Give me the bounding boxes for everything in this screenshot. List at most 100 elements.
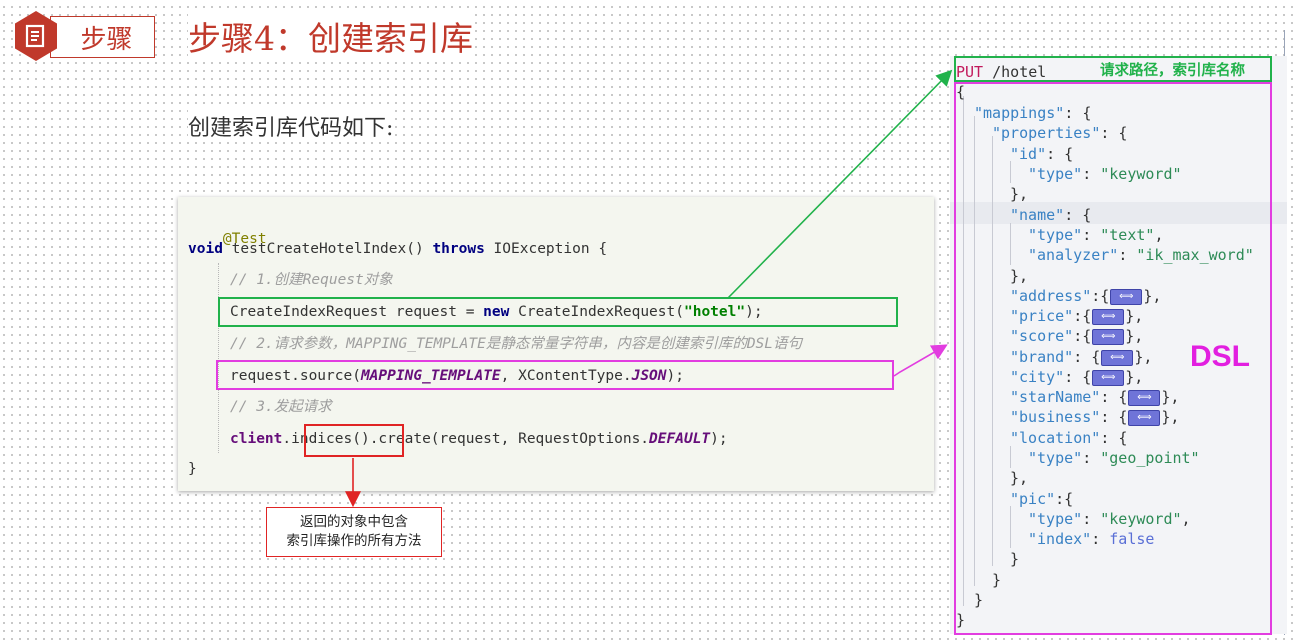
dsl-verb: PUT [956, 63, 984, 81]
code-line-comment1: // 1.创建Request对象 [230, 269, 393, 291]
code-line-annotation: @Test [188, 206, 267, 247]
highlight-create-request [218, 297, 898, 327]
dsl-key-brand: "brand" [1010, 348, 1074, 366]
dsl-panel: PUT /hotel { "mappings": { "properties":… [950, 56, 1287, 634]
comment-3: // 3.发起请求 [230, 399, 332, 415]
dsl-indent-guide [1010, 506, 1011, 548]
dsl-line: "pic":{ [1010, 490, 1074, 508]
dsl-val-ik: "ik_max_word" [1136, 246, 1254, 264]
highlight-source-line [216, 360, 894, 390]
dsl-line: "type": "geo_point" [1028, 449, 1200, 467]
dsl-key-price: "price" [1010, 307, 1074, 325]
dsl-indent-guide [992, 136, 993, 566]
dsl-body-highlight [954, 82, 1272, 635]
dsl-key-id: "id" [1010, 145, 1047, 163]
dsl-val-text: "text" [1100, 226, 1155, 244]
dsl-big-label: DSL [1190, 340, 1250, 373]
dsl-key-city: "city" [1010, 368, 1065, 386]
dsl-val-false: false [1109, 530, 1155, 548]
fold-icon[interactable]: ⟺ [1092, 308, 1125, 325]
dsl-key-index: "index" [1028, 530, 1092, 548]
dsl-line: } [992, 571, 1002, 589]
dsl-key-pic: "pic" [1010, 490, 1056, 508]
dsl-line: "name": { [1010, 206, 1092, 224]
dsl-row-shade [950, 202, 1287, 224]
fold-icon[interactable]: ⟺ [1128, 389, 1161, 406]
code-line-source: request.source(MAPPING_TEMPLATE, XConten… [230, 365, 684, 387]
code-line-create-request: CreateIndexRequest request = new CreateI… [230, 301, 763, 323]
dsl-line: "type": "keyword" [1028, 165, 1182, 183]
dsl-line: } [974, 591, 984, 609]
code-line-method: void testCreateHotelIndex() throws IOExc… [188, 238, 607, 260]
kw-void: void [188, 241, 223, 257]
fold-icon[interactable]: ⟺ [1101, 349, 1134, 366]
dsl-line: "score":{⟺}, [1010, 327, 1144, 345]
string-hotel: "hotel" [683, 304, 746, 320]
dsl-key-mappings: "mappings" [974, 104, 1065, 122]
dsl-key-type: "type" [1028, 510, 1083, 528]
dsl-line: "starName": {⟺}, [1010, 388, 1180, 406]
dsl-line: "location": { [1010, 429, 1128, 447]
const-mapping-template: MAPPING_TEMPLATE [360, 368, 501, 384]
dsl-indent-guide [1010, 161, 1011, 183]
dsl-line: "business": {⟺}, [1010, 408, 1180, 426]
dsl-line: "type": "keyword", [1028, 510, 1191, 528]
indent-guide [218, 263, 219, 453]
dsl-line: "brand": {⟺}, [1010, 348, 1153, 366]
client-part-a: .indices().create(request, RequestOption… [282, 431, 650, 447]
source-part-c: ); [666, 368, 684, 384]
note-line-2: 索引库操作的所有方法 [286, 533, 422, 549]
dsl-indent-guide [963, 96, 964, 606]
kw-new: new [483, 304, 510, 320]
comment-1: // 1.创建Request对象 [230, 272, 393, 288]
dsl-key-type: "type" [1028, 449, 1083, 467]
indices-note: 返回的对象中包含 索引库操作的所有方法 [266, 507, 442, 557]
dsl-key-address: "address" [1010, 287, 1092, 305]
dsl-line: "analyzer": "ik_max_word" [1028, 246, 1254, 264]
fold-icon[interactable]: ⟺ [1128, 409, 1161, 426]
dsl-val-keyword: "keyword" [1100, 510, 1182, 528]
dsl-line: "address":{⟺}, [1010, 287, 1162, 305]
source-part-b: , XContentType. [500, 368, 632, 384]
dsl-key-properties: "properties" [992, 124, 1101, 142]
dsl-line: "city": {⟺}, [1010, 368, 1144, 386]
arrow-green [727, 69, 953, 299]
code-line-closing: } [188, 458, 197, 480]
dsl-indent-guide [974, 116, 975, 586]
dsl-key-business: "business" [1010, 408, 1101, 426]
kw-throws: throws [432, 241, 485, 257]
source-part-a: request.source( [230, 368, 361, 384]
dsl-path: /hotel [983, 63, 1047, 81]
comment-2: // 2.请求参数，MAPPING_TEMPLATE是静态常量字符串，内容是创建… [230, 336, 803, 352]
dsl-line: "type": "text", [1028, 226, 1164, 244]
dsl-val-geo: "geo_point" [1100, 449, 1200, 467]
method-signature: testCreateHotelIndex() [222, 241, 433, 257]
annotation-test: @Test [222, 231, 267, 247]
create-part-b: CreateIndexRequest( [509, 304, 684, 320]
step-badge-label: 步骤 [80, 24, 133, 55]
dsl-request-label: 请求路径，索引库名称 [1100, 63, 1245, 79]
dsl-line: } [956, 611, 966, 629]
closing-brace: } [188, 461, 197, 477]
dsl-key-type: "type" [1028, 165, 1083, 183]
create-part-c: ); [745, 304, 763, 320]
dsl-line: } [1010, 550, 1020, 568]
dsl-key-score: "score" [1010, 327, 1074, 345]
page-subtitle: 创建索引库代码如下: [188, 110, 394, 142]
dsl-line: "id": { [1010, 145, 1074, 163]
code-line-comment2: // 2.请求参数，MAPPING_TEMPLATE是静态常量字符串，内容是创建… [230, 333, 802, 355]
dsl-key-analyzer: "analyzer" [1028, 246, 1119, 264]
arrow-magenta [893, 344, 948, 377]
dsl-request-line: PUT /hotel [956, 62, 1046, 82]
page-title: 步骤4：创建索引库 [188, 12, 473, 60]
create-part-a: CreateIndexRequest request = [230, 304, 484, 320]
dsl-line: "properties": { [992, 124, 1128, 142]
fold-icon[interactable]: ⟺ [1110, 288, 1143, 305]
fold-icon[interactable]: ⟺ [1092, 328, 1125, 345]
fold-icon[interactable]: ⟺ [1092, 369, 1125, 386]
method-tail: IOException { [484, 241, 608, 257]
dsl-key-name: "name" [1010, 206, 1065, 224]
dsl-line: }, [1010, 185, 1029, 203]
code-line-comment3: // 3.发起请求 [230, 396, 332, 418]
